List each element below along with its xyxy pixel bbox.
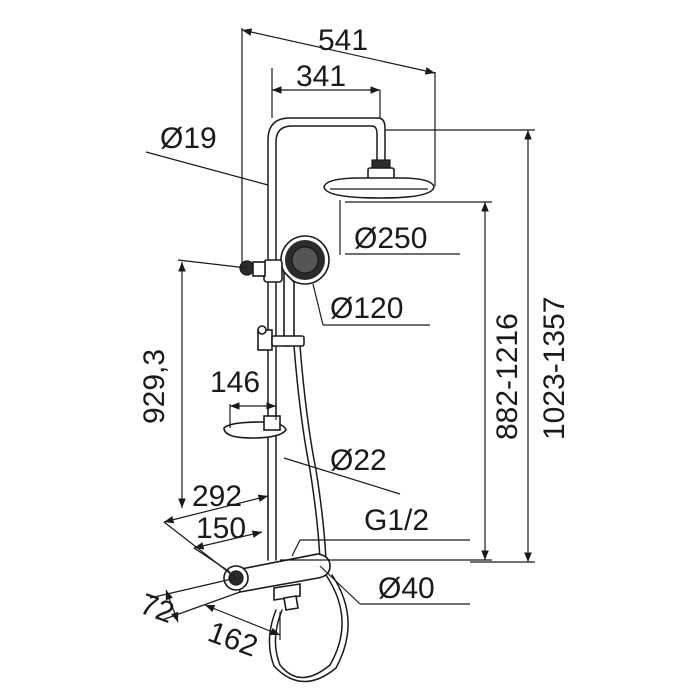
dim-depth-72: 72: [136, 588, 179, 630]
dim-spout-162: 162: [204, 616, 262, 664]
dim-hose-diameter: Ø22: [330, 444, 387, 477]
dim-thread: G1/2: [364, 504, 429, 537]
shower-hose: [268, 345, 349, 683]
dim-mixer-diameter: Ø40: [378, 572, 435, 605]
dim-projection-292: 292: [192, 480, 242, 513]
dim-arm-length: 341: [296, 60, 346, 93]
slider-knob: [239, 260, 266, 277]
dim-total-width: 541: [318, 24, 368, 57]
thermostatic-mixer: [223, 553, 331, 611]
shower-column: [267, 117, 386, 561]
dim-soap-dish-width: 146: [210, 366, 260, 399]
dim-projection-150: 150: [196, 512, 246, 545]
rain-shower-head: [323, 159, 435, 199]
dim-head-diameter: Ø250: [354, 222, 427, 255]
slide-bar-bracket: [257, 325, 305, 351]
dim-total-height-range: 1023-1357: [538, 297, 571, 440]
dim-hand-shower-diameter: Ø120: [330, 292, 403, 325]
dim-bracket-height: 929,3: [138, 349, 171, 424]
dim-head-height-range: 882-1216: [491, 313, 524, 440]
hand-shower: [263, 235, 330, 347]
soap-dish: [223, 415, 287, 439]
dimension-lines: [145, 28, 535, 640]
dim-riser-diameter: Ø19: [160, 122, 217, 155]
